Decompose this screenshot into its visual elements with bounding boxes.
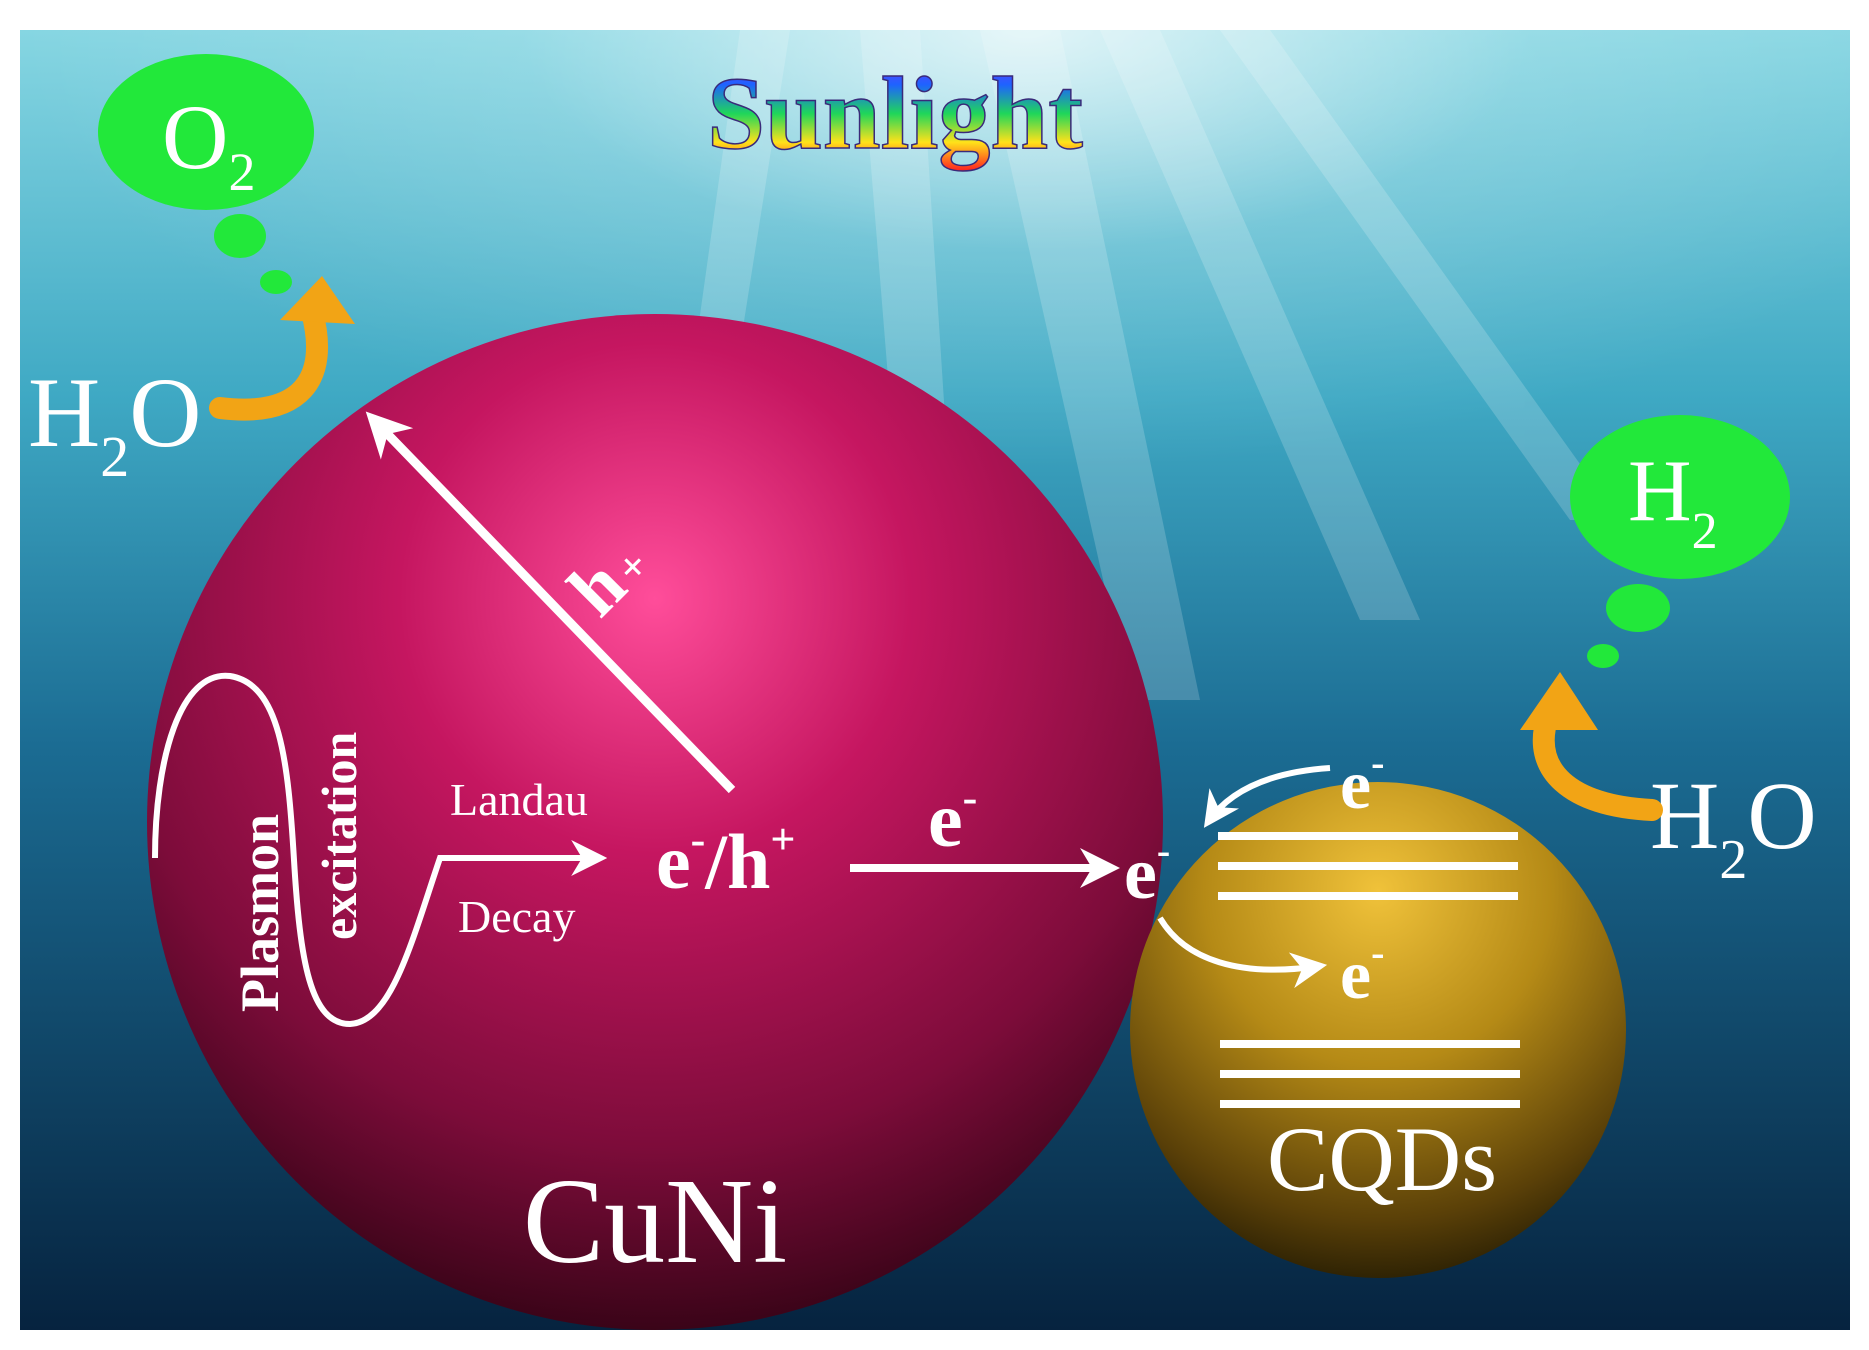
bubble-tiny <box>260 270 292 294</box>
bubble-small <box>1606 584 1670 632</box>
pair-plus: + <box>770 815 795 864</box>
h2o-right-sub: 2 <box>1719 829 1747 891</box>
cqds-minus: - <box>1157 828 1170 873</box>
lower-energy-levels <box>1220 1040 1520 1108</box>
transfer-electron-label: e- <box>928 773 977 863</box>
cqds-name: CQDs <box>1267 1108 1497 1210</box>
cuni-name: CuNi <box>523 1154 787 1289</box>
o2-bubble <box>98 54 314 210</box>
pair-e: e <box>656 818 691 905</box>
curved-arrow-icon <box>209 276 355 421</box>
curved-arrow-icon <box>1520 672 1663 821</box>
upper-e: e <box>1340 747 1371 824</box>
electron-hole-pair: e-/h+ <box>656 815 795 905</box>
title-sunlight: Sunlight <box>707 56 1083 171</box>
lower-minus: - <box>1371 930 1384 975</box>
bubble-small <box>214 214 266 258</box>
transfer-minus: - <box>963 773 978 822</box>
h2o-left-h: H <box>28 357 100 468</box>
pair-sep: /h <box>704 818 770 905</box>
h2o-left-sub: 2 <box>100 424 129 489</box>
h2-label: H2 <box>1628 443 1718 560</box>
h2o-right-h: H <box>1650 762 1719 869</box>
transfer-e: e <box>928 776 963 863</box>
h2o-right-label: H2O <box>1650 762 1817 891</box>
h2o-left-label: H2O <box>28 357 201 489</box>
h2o-right-o: O <box>1747 762 1816 869</box>
o2-symbol: O <box>162 86 228 188</box>
landau-label: Landau <box>450 774 588 825</box>
cqds-upper-electron: e- <box>1340 740 1384 824</box>
bubble-tiny <box>1587 644 1619 668</box>
cqds-e: e <box>1124 833 1157 915</box>
hole-arrow <box>365 411 736 794</box>
electron-down-arrow <box>1157 916 1328 989</box>
upper-energy-levels <box>1218 832 1518 900</box>
cuni-sphere <box>147 314 1163 1330</box>
o2-label: O2 <box>162 86 255 202</box>
excitation-label: excitation <box>311 732 367 940</box>
h2-subscript: 2 <box>1692 503 1718 560</box>
h2o-left-o: O <box>129 357 201 468</box>
cqds-sphere <box>1130 782 1626 1278</box>
h2-bubble <box>1570 415 1790 579</box>
decay-label: Decay <box>458 891 575 942</box>
plasmon-label: Plasmon <box>230 814 290 1012</box>
lower-e: e <box>1340 937 1371 1014</box>
cqds-electron-label: e- <box>1124 828 1170 915</box>
upper-minus: - <box>1371 740 1384 785</box>
cqds-lower-electron: e- <box>1340 930 1384 1014</box>
electron-up-arrow <box>1203 765 1331 828</box>
plasmon-wave <box>152 672 608 1028</box>
h2-symbol: H <box>1628 443 1692 540</box>
o2-subscript: 2 <box>228 142 255 202</box>
pair-minus: - <box>691 815 706 864</box>
